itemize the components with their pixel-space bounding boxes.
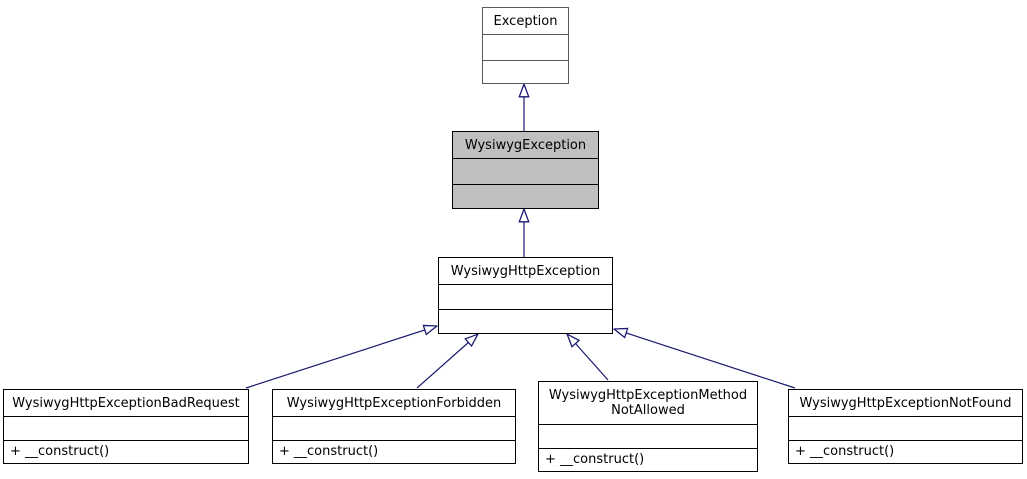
attributes-compartment xyxy=(453,158,598,184)
methods-compartment: + __construct() xyxy=(4,440,248,462)
attributes-compartment xyxy=(273,416,515,440)
class-title: WysiwygHttpExceptionMethod NotAllowed xyxy=(539,382,757,424)
class-title: WysiwygHttpException xyxy=(450,263,601,279)
class-box-wysiwyghttpexceptionforbidden[interactable]: WysiwygHttpExceptionForbidden + __constr… xyxy=(272,389,516,464)
class-box-wysiwyghttpexceptionbadrequest[interactable]: WysiwygHttpExceptionBadRequest + __const… xyxy=(3,389,249,464)
attributes-compartment xyxy=(4,416,248,440)
methods-compartment xyxy=(439,309,612,332)
attributes-compartment xyxy=(789,416,1022,440)
methods-compartment: + __construct() xyxy=(273,440,515,462)
methods-compartment xyxy=(453,184,598,207)
methods-compartment: + __construct() xyxy=(789,440,1022,462)
class-box-exception[interactable]: Exception xyxy=(482,7,569,84)
class-box-wysiwygexception[interactable]: WysiwygException xyxy=(452,131,599,209)
class-title: WysiwygHttpExceptionForbidden xyxy=(286,395,502,411)
class-title: Exception xyxy=(493,13,558,29)
inheritance-arrow-forbidden-to-wysiwyghttpexception xyxy=(416,334,478,389)
methods-compartment xyxy=(483,60,568,83)
attributes-compartment xyxy=(539,424,757,448)
class-title: WysiwygException xyxy=(464,137,587,153)
class-title-line2: NotAllowed xyxy=(611,403,685,418)
class-box-wysiwyghttpexception[interactable]: WysiwygHttpException xyxy=(438,257,613,334)
methods-compartment: + __construct() xyxy=(539,448,757,470)
class-box-wysiwyghttpexceptionmethodnotallowed[interactable]: WysiwygHttpExceptionMethod NotAllowed + … xyxy=(538,381,758,472)
attributes-compartment xyxy=(439,284,612,309)
attributes-compartment xyxy=(483,34,568,60)
class-box-wysiwyghttpexceptionnotfound[interactable]: WysiwygHttpExceptionNotFound + __constru… xyxy=(788,389,1023,464)
inheritance-arrow-badrequest-to-wysiwyghttpexception xyxy=(245,326,437,389)
inheritance-arrow-methodnotallowed-to-wysiwyghttpexception xyxy=(567,334,609,381)
class-title-line1: WysiwygHttpExceptionMethod xyxy=(548,388,748,403)
class-title: WysiwygHttpExceptionBadRequest xyxy=(12,395,240,411)
class-title: WysiwygHttpExceptionNotFound xyxy=(799,395,1012,411)
inheritance-arrow-notfound-to-wysiwyghttpexception xyxy=(614,329,796,389)
